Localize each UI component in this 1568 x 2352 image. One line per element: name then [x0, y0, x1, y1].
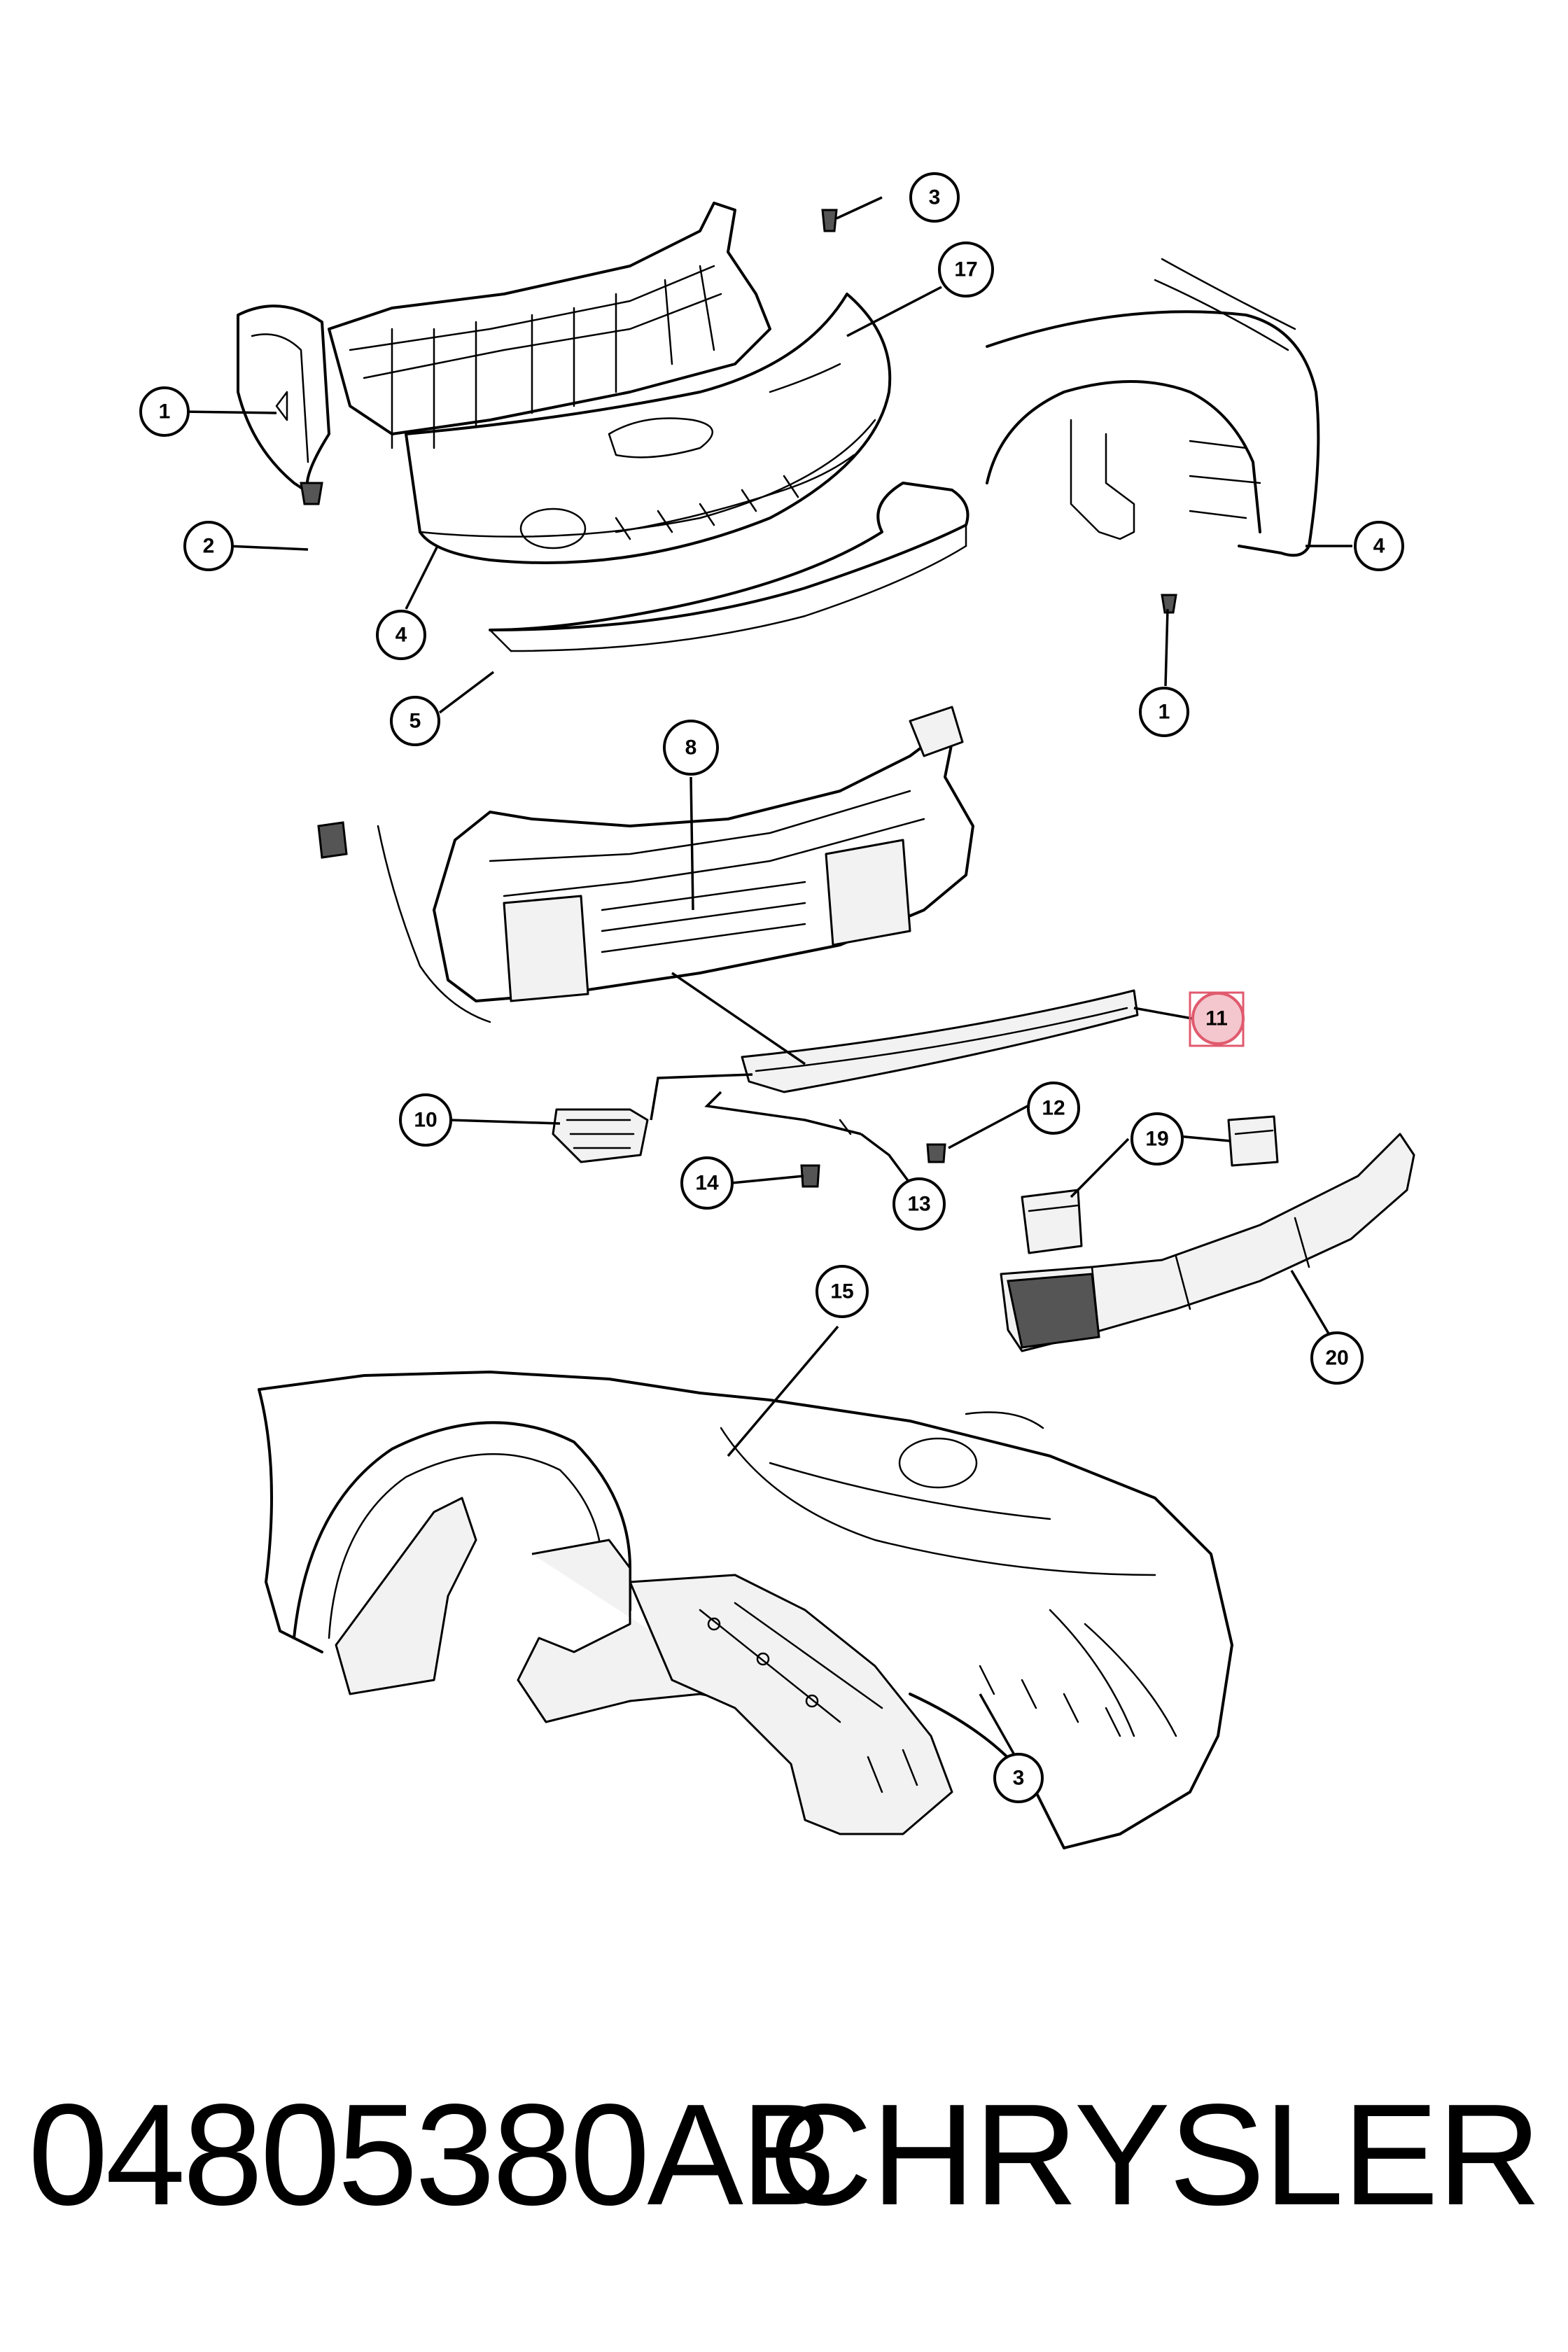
leader-15	[727, 1325, 839, 1457]
svg-text:2: 2	[203, 535, 215, 558]
svg-text:5: 5	[410, 710, 421, 733]
leader-4a	[405, 545, 439, 610]
leader-support-beam	[671, 972, 806, 1065]
svg-text:19: 19	[1145, 1128, 1168, 1151]
svg-text:4: 4	[396, 624, 407, 647]
callout-4[interactable]: 4	[376, 610, 426, 660]
svg-text:1: 1	[1158, 701, 1170, 724]
leader-3a	[836, 196, 883, 220]
lower-fascia-assembly	[258, 1371, 1233, 1849]
callout-3[interactable]: 3	[909, 172, 960, 223]
svg-text:12: 12	[1042, 1097, 1065, 1120]
callout-3[interactable]: 3	[993, 1753, 1044, 1803]
callout-14[interactable]: 14	[680, 1156, 734, 1210]
leader-20	[1290, 1270, 1330, 1334]
leader-17	[846, 286, 942, 337]
leader-12	[948, 1105, 1028, 1149]
callout-17[interactable]: 17	[938, 241, 994, 298]
svg-text:3: 3	[1013, 1767, 1025, 1790]
leader-beam-bracket	[650, 1073, 753, 1121]
bumper-beam	[741, 989, 1139, 1093]
leader-19	[1070, 1138, 1130, 1198]
leader-5	[438, 671, 495, 714]
svg-text:8: 8	[685, 736, 697, 760]
callout-19[interactable]: 19	[1130, 1112, 1184, 1166]
svg-text:20: 20	[1325, 1347, 1348, 1370]
leader-19b	[1177, 1135, 1231, 1142]
svg-text:11: 11	[1205, 1007, 1228, 1030]
svg-text:14: 14	[695, 1172, 719, 1195]
callout-20[interactable]: 20	[1310, 1331, 1364, 1385]
radiator-support-assembly	[317, 706, 974, 1023]
leader-2	[227, 545, 309, 551]
callout-15[interactable]: 15	[816, 1265, 869, 1318]
callout-4[interactable]: 4	[1354, 521, 1404, 571]
callout-10[interactable]: 10	[399, 1093, 452, 1147]
fascia-side-view	[986, 258, 1320, 614]
leader-11	[1133, 1007, 1193, 1020]
callout-8[interactable]: 8	[663, 720, 719, 776]
callout-5[interactable]: 5	[390, 696, 440, 746]
footer: 04805380AB CHRYSLER	[0, 2072, 1568, 2240]
front-fascia-assembly	[237, 202, 969, 652]
bracket-10	[552, 1108, 649, 1163]
brackets-19	[1021, 1115, 1279, 1254]
svg-text:4: 4	[1373, 535, 1385, 558]
callouts: 1 2 3 17 4 5 4 1 8 11 10 12 19 14 13 20 …	[139, 172, 1404, 1803]
svg-text:1: 1	[159, 400, 171, 424]
svg-text:13: 13	[907, 1193, 930, 1216]
energy-absorber	[1000, 1133, 1415, 1352]
callout-2[interactable]: 2	[183, 521, 234, 571]
part-number: 04805380AB	[28, 2074, 836, 2235]
brand-name: CHRYSLER	[768, 2074, 1541, 2235]
leader-14	[731, 1175, 804, 1184]
leader-10	[449, 1119, 561, 1125]
leader-lines	[180, 196, 1352, 1754]
svg-text:17: 17	[954, 258, 977, 281]
leader-1b	[1164, 608, 1169, 687]
fasteners-mid	[800, 1119, 946, 1188]
svg-text:10: 10	[414, 1109, 437, 1132]
callout-11[interactable]: 11	[1189, 991, 1245, 1047]
svg-text:15: 15	[830, 1280, 853, 1303]
leader-8	[690, 776, 694, 911]
leader-3b	[979, 1693, 1015, 1754]
callout-1[interactable]: 1	[1139, 687, 1189, 737]
leader-1a	[180, 410, 277, 414]
callout-12[interactable]: 12	[1027, 1082, 1080, 1135]
svg-text:3: 3	[929, 186, 941, 209]
callout-1[interactable]: 1	[139, 386, 190, 437]
callout-13[interactable]: 13	[892, 1177, 946, 1231]
leader-beam-13	[704, 1091, 862, 1135]
